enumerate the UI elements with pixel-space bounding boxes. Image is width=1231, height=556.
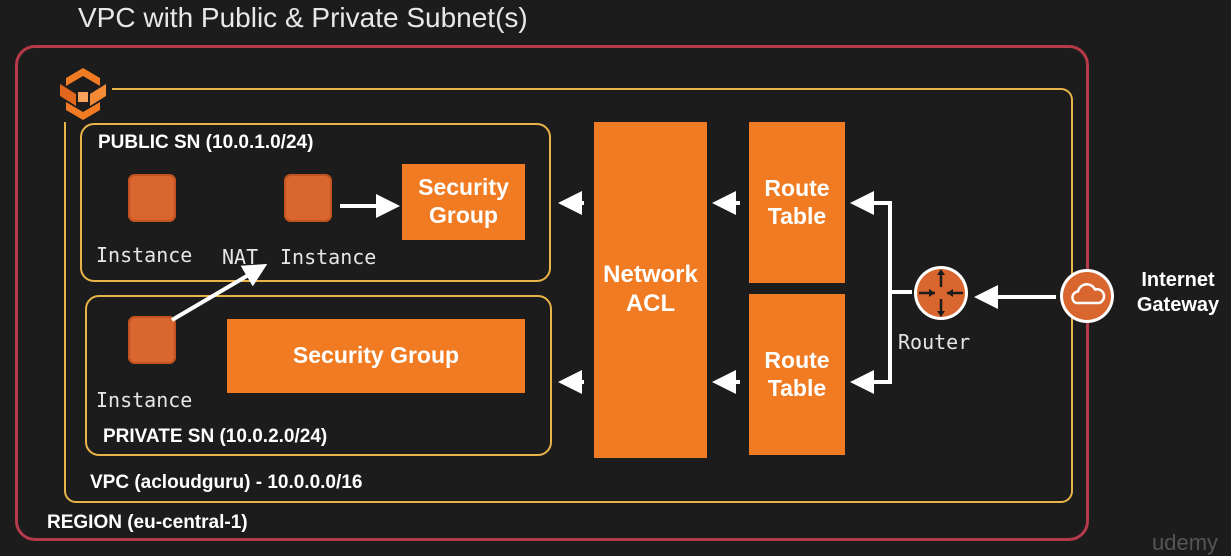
region-label: REGION (eu-central-1) bbox=[47, 512, 248, 533]
private-subnet bbox=[85, 295, 552, 456]
watermark: udemy bbox=[1152, 530, 1219, 555]
private-security-group-label: Security Group bbox=[292, 342, 460, 369]
route-table-public-label: Route Table bbox=[764, 174, 830, 229]
public-instance-label: Instance bbox=[96, 243, 193, 267]
public-instance-icon bbox=[128, 174, 176, 222]
private-instance-label: Instance bbox=[96, 388, 193, 412]
router-icon bbox=[913, 265, 969, 321]
router-bracket bbox=[850, 292, 892, 394]
arrow-icon bbox=[170, 263, 268, 322]
network-acl: Network ACL bbox=[594, 122, 707, 458]
public-subnet-label: PUBLIC SN (10.0.1.0/24) bbox=[98, 132, 314, 153]
router-label: Router bbox=[898, 330, 971, 354]
vpc-icon bbox=[54, 64, 112, 122]
public-security-group-label: Security Group bbox=[418, 174, 509, 228]
diagram-title: VPC with Public & Private Subnet(s) bbox=[78, 2, 528, 33]
vpc-label: VPC (acloudguru) - 10.0.0.0/16 bbox=[90, 472, 363, 493]
nat-instance-label: Instance bbox=[280, 245, 377, 269]
route-table-private: Route Table bbox=[749, 294, 845, 455]
private-instance-icon bbox=[128, 316, 176, 364]
public-subnet bbox=[80, 123, 551, 282]
public-security-group: Security Group bbox=[402, 164, 525, 240]
route-table-private-label: Route Table bbox=[764, 346, 830, 401]
private-security-group: Security Group bbox=[227, 319, 525, 393]
cloud-icon bbox=[1059, 268, 1115, 324]
private-subnet-label: PRIVATE SN (10.0.2.0/24) bbox=[103, 426, 328, 447]
router-bracket bbox=[850, 191, 912, 294]
nat-instance-icon bbox=[284, 174, 332, 222]
internet-gateway-label: Internet Gateway bbox=[1136, 269, 1220, 316]
network-acl-label: Network ACL bbox=[603, 261, 698, 317]
route-table-public: Route Table bbox=[749, 122, 845, 283]
